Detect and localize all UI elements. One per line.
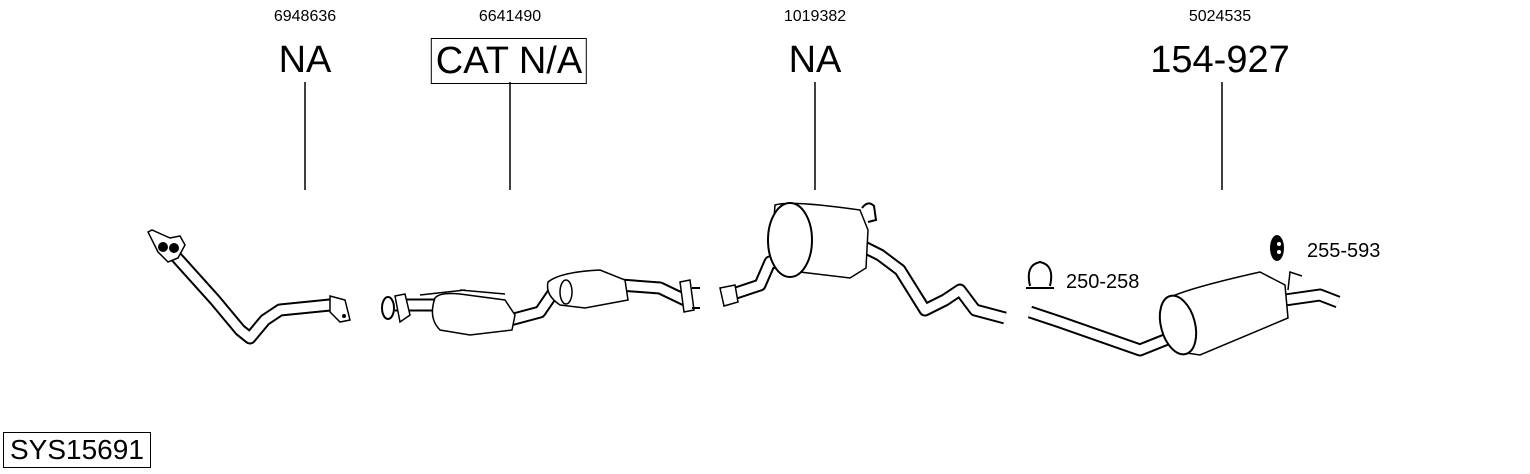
system-id: SYS15691 — [3, 432, 151, 468]
catalytic-converter-icon — [381, 269, 700, 336]
clamp-icon — [1026, 260, 1054, 289]
clamp-reference: 250-258 — [1066, 271, 1140, 293]
part-2-reference: CAT N/A — [430, 38, 588, 84]
part-4-article-number: 5024535 — [1188, 8, 1252, 25]
rubber-mount-reference: 255-593 — [1307, 240, 1381, 262]
part-1-reference: NA — [278, 39, 332, 81]
front-pipe-icon — [146, 229, 351, 345]
part-3-article-number: 1019382 — [783, 8, 847, 25]
part-3-reference: NA — [788, 39, 842, 81]
leader-lines — [304, 82, 1223, 190]
part-1-article-number: 6948636 — [273, 8, 337, 25]
rear-silencer-icon — [1027, 270, 1341, 357]
middle-silencer-icon — [719, 202, 1007, 325]
rubber-mount-icon — [1270, 235, 1284, 261]
part-2-article-number: 6641490 — [478, 8, 542, 25]
part-4-reference: 154-927 — [1150, 39, 1290, 81]
